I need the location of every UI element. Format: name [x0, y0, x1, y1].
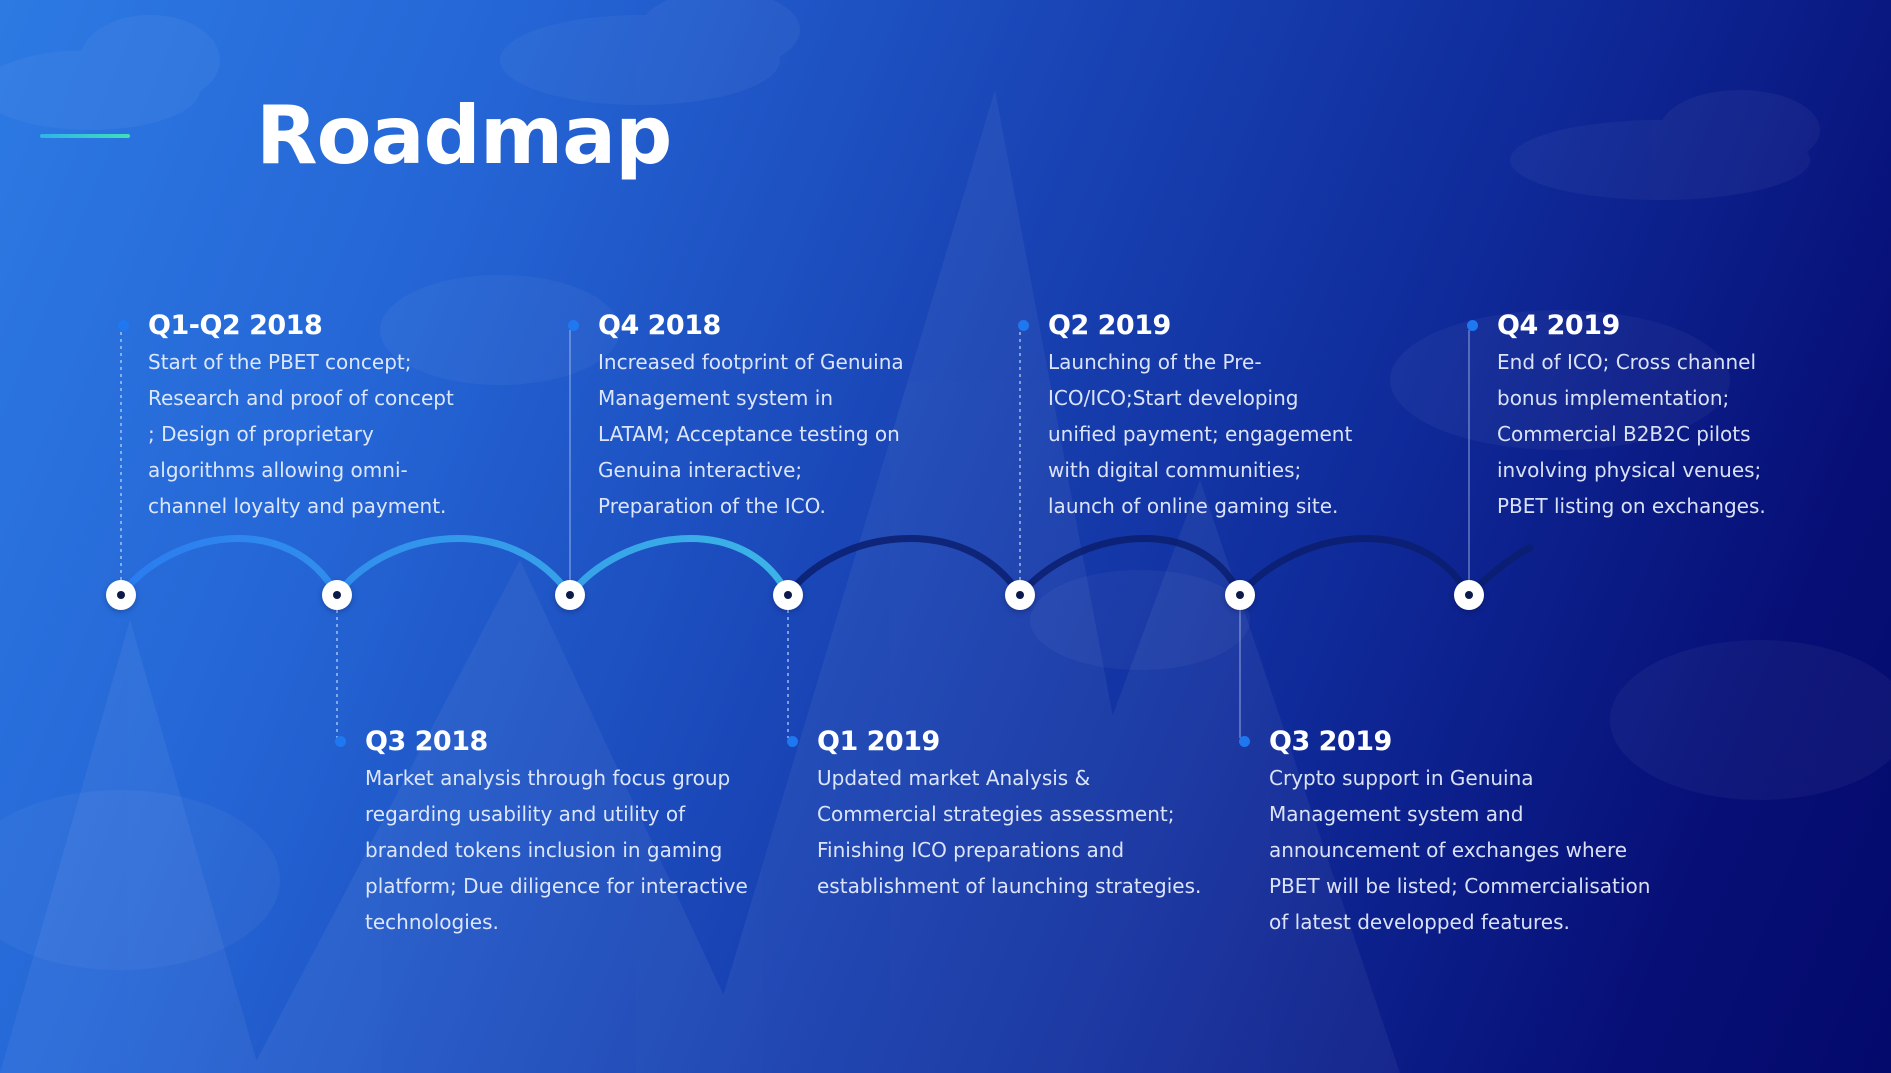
milestone-date: Q3 2019	[1269, 726, 1392, 757]
wave-inactive-segment	[784, 535, 1534, 602]
timeline-node-q1q2-2018	[106, 580, 136, 610]
page-title: Roadmap	[256, 89, 672, 182]
timeline-node-q1-2019	[773, 580, 803, 610]
node-center	[1465, 591, 1473, 599]
milestone-date: Q2 2019	[1048, 310, 1171, 341]
milestone-dot	[787, 736, 798, 747]
milestone-dot	[1467, 320, 1478, 331]
milestone-dot	[335, 736, 346, 747]
milestone-description: End of ICO; Cross channel bonus implemen…	[1497, 350, 1766, 518]
milestone-q3-2019: Q3 2019 Crypto support in Genuina Manage…	[1239, 724, 1669, 940]
timeline-node-q2-2019	[1005, 580, 1035, 610]
milestone-description: Market analysis through focus group rega…	[365, 766, 748, 934]
node-center	[333, 591, 341, 599]
node-center	[566, 591, 574, 599]
milestone-dot	[1018, 320, 1029, 331]
milestone-dot	[1239, 736, 1250, 747]
milestone-description: Launching of the Pre- ICO/ICO;Start deve…	[1048, 350, 1353, 518]
timeline-node-q3-2018	[322, 580, 352, 610]
milestone-q1-2019: Q1 2019 Updated market Analysis & Commer…	[787, 724, 1217, 904]
milestone-date: Q3 2018	[365, 726, 488, 757]
milestone-date: Q1-Q2 2018	[148, 310, 323, 341]
node-center	[784, 591, 792, 599]
node-center	[1016, 591, 1024, 599]
milestone-q3-2018: Q3 2018 Market analysis through focus gr…	[335, 724, 765, 940]
milestone-dot	[568, 320, 579, 331]
node-center	[1236, 591, 1244, 599]
milestone-description: Crypto support in Genuina Management sys…	[1269, 766, 1651, 934]
milestone-q2-2019: Q2 2019 Launching of the Pre- ICO/ICO;St…	[1018, 308, 1428, 524]
milestone-description: Start of the PBET concept; Research and …	[148, 350, 454, 518]
milestone-dot	[118, 320, 129, 331]
wave-active-segment	[117, 535, 792, 602]
timeline-node-q3-2019	[1225, 580, 1255, 610]
milestone-q4-2018: Q4 2018 Increased footprint of Genuina M…	[568, 308, 978, 524]
milestone-q4-2019: Q4 2019 End of ICO; Cross channel bonus …	[1467, 308, 1867, 524]
timeline-node-q4-2019	[1454, 580, 1484, 610]
milestone-description: Increased footprint of Genuina Managemen…	[598, 350, 904, 518]
milestone-date: Q1 2019	[817, 726, 940, 757]
milestone-description: Updated market Analysis & Commercial str…	[817, 766, 1202, 898]
title-accent-line	[40, 134, 130, 138]
milestone-date: Q4 2019	[1497, 310, 1620, 341]
timeline-node-q4-2018	[555, 580, 585, 610]
node-center	[117, 591, 125, 599]
milestone-date: Q4 2018	[598, 310, 721, 341]
milestone-q1q2-2018: Q1-Q2 2018 Start of the PBET concept; Re…	[118, 308, 528, 524]
